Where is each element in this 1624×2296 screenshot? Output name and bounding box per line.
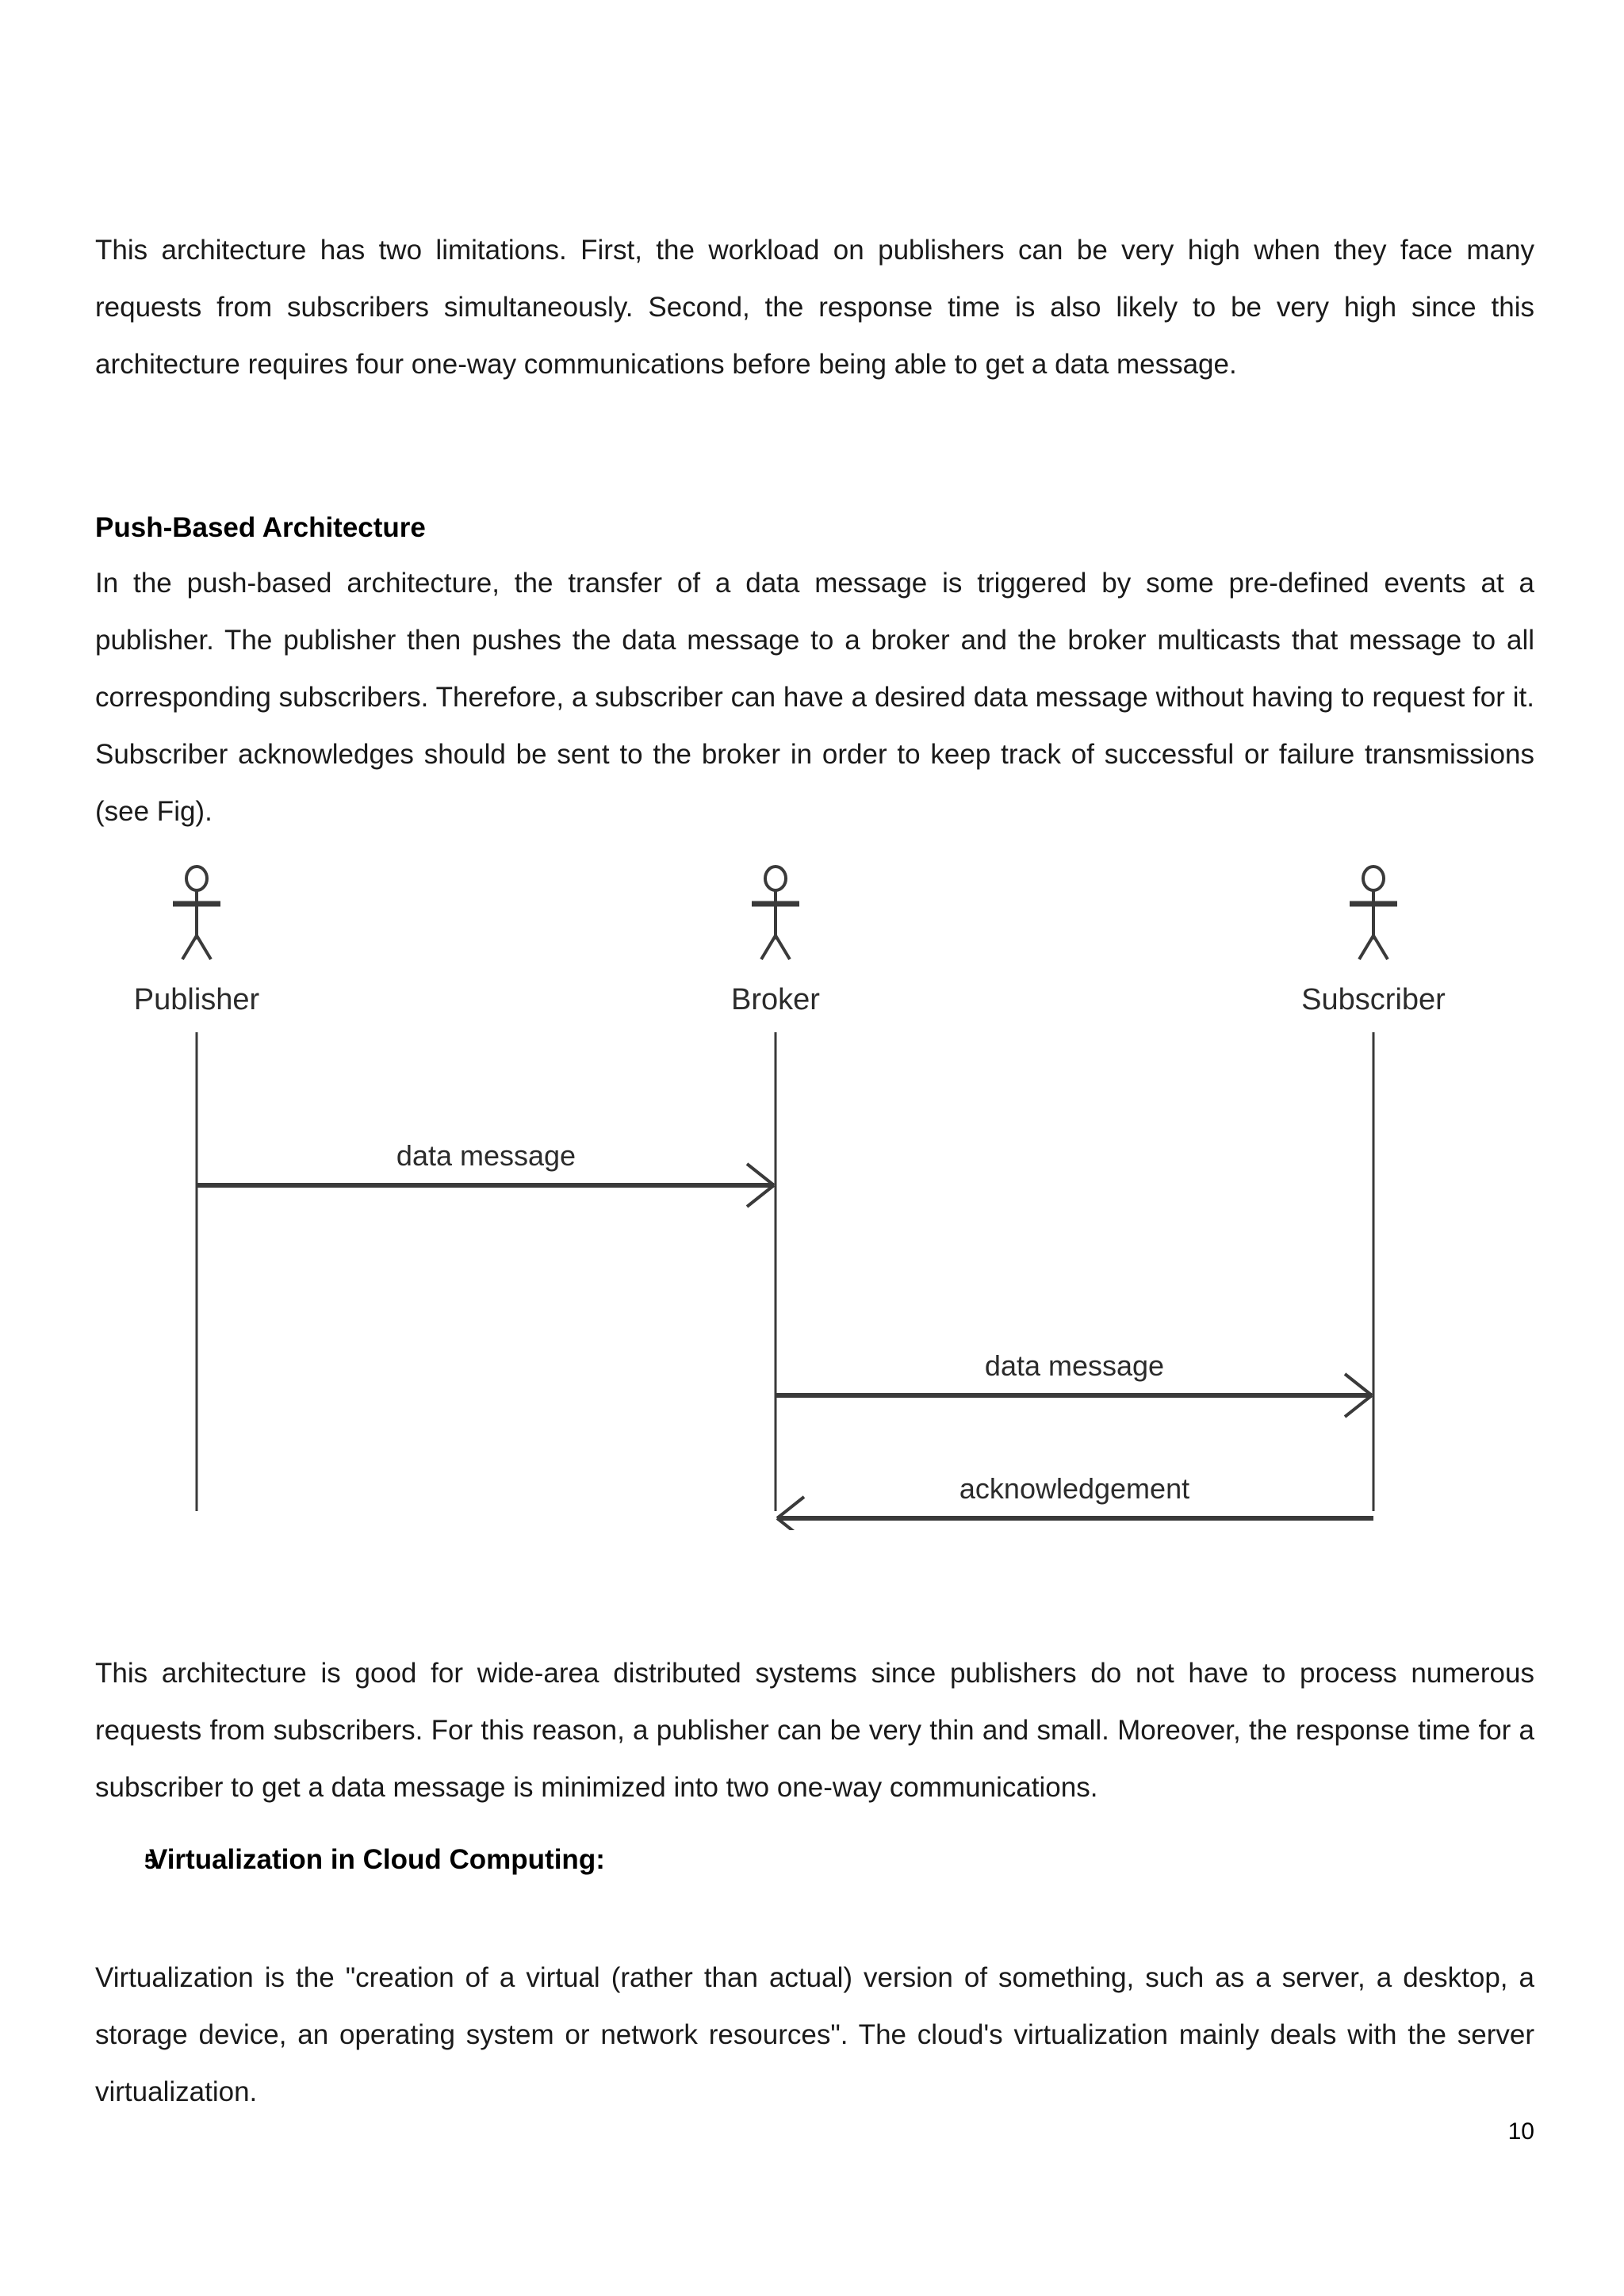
actor-label-subscriber: Subscriber — [1301, 983, 1446, 1016]
message-arrow-1 — [197, 1162, 776, 1208]
actor-publisher-figure — [173, 865, 220, 961]
message-label-1: data message — [396, 1139, 576, 1172]
list-item-number: 5. — [144, 1850, 163, 1873]
message-arrow-3 — [776, 1495, 1373, 1530]
paragraph-virtualization-definition: Virtualization is the "creation of a vir… — [95, 1962, 1534, 2107]
message-arrow-2 — [776, 1372, 1373, 1418]
message-label-3: acknowledgement — [959, 1472, 1189, 1505]
paragraph-wide-area: This architecture is good for wide-area … — [95, 1658, 1534, 1803]
actor-broker-figure — [752, 865, 799, 961]
actor-label-publisher: Publisher — [134, 983, 260, 1016]
actor-subscriber-figure — [1350, 865, 1397, 961]
heading-push-based-architecture: Push-Based Architecture — [95, 512, 426, 543]
page-number: 10 — [1507, 2118, 1534, 2145]
paragraph-push-based: In the push-based architecture, the tran… — [95, 568, 1534, 827]
paragraph-limitations: This architecture has two limitations. F… — [95, 235, 1534, 380]
sequence-diagram: Publisher Broker Subscriber data message… — [95, 856, 1538, 1530]
message-label-2: data message — [985, 1349, 1164, 1382]
list-item-virtualization: 5. Virtualization in Cloud Computing: — [95, 1844, 1534, 1876]
actor-label-broker: Broker — [731, 983, 820, 1016]
list-item-label: Virtualization in Cloud Computing: — [149, 1844, 605, 1875]
